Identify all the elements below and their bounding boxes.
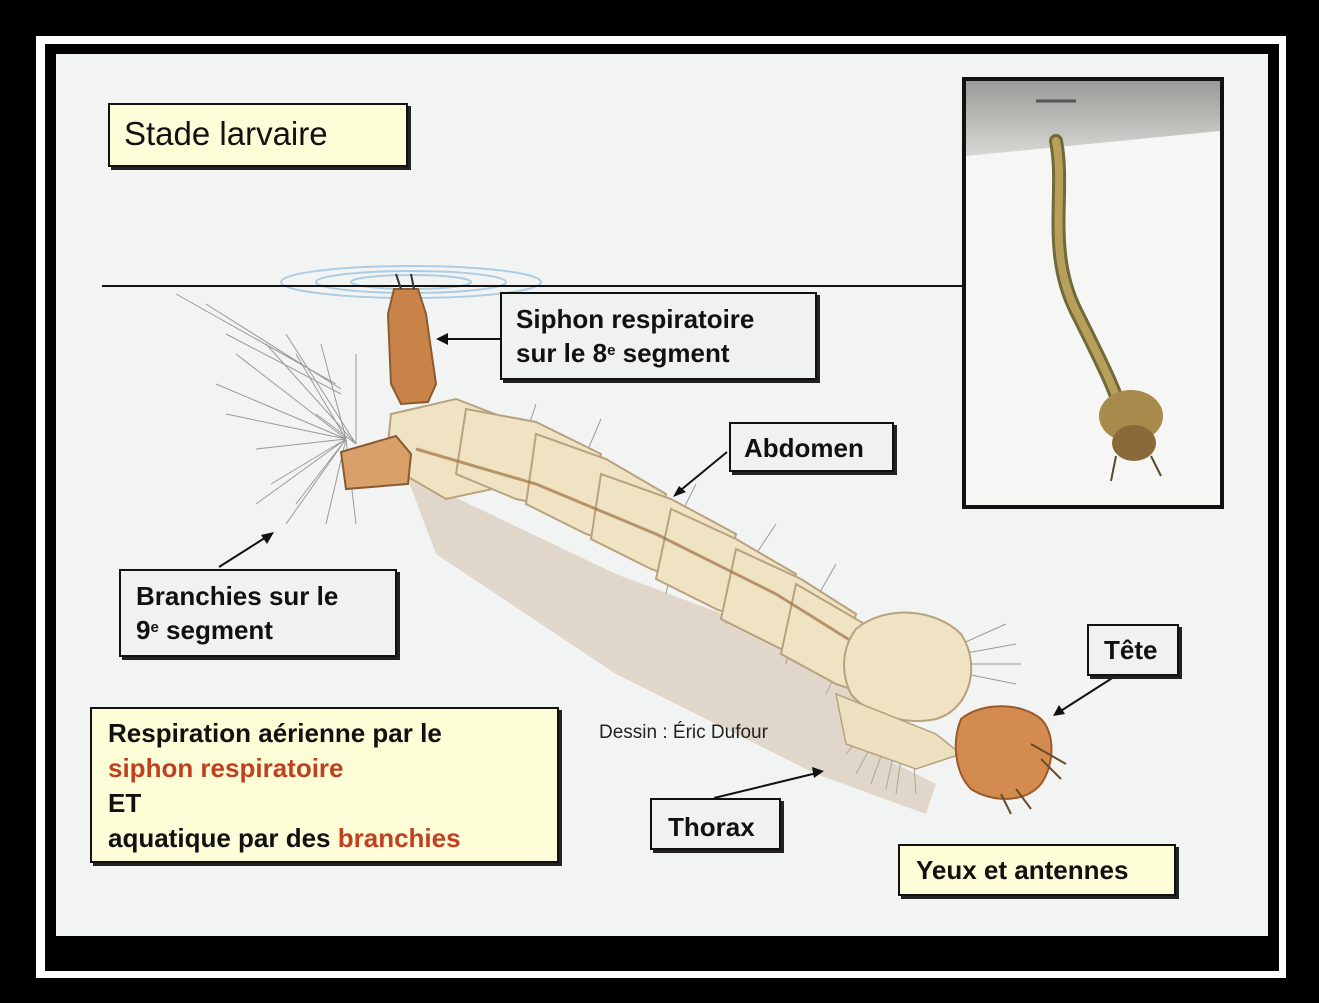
yeux-label-text: Yeux et antennes <box>916 855 1128 885</box>
respiration-summary-box: Respiration aérienne par le siphon respi… <box>90 707 559 863</box>
larva-photo <box>962 77 1224 509</box>
thorax-label: Thorax <box>650 798 781 850</box>
branchies-label-line1: Branchies sur le <box>136 579 395 613</box>
abdomen-label-text: Abdomen <box>744 433 864 463</box>
abdomen-label: Abdomen <box>729 422 894 472</box>
branchies-label-box: Branchies sur le 9e segment <box>119 569 397 657</box>
respiration-line1: Respiration aérienne par le <box>108 716 557 751</box>
page-title: Stade larvaire <box>108 103 408 167</box>
siphon-shape <box>388 289 436 404</box>
title-text: Stade larvaire <box>124 115 328 152</box>
siphon-label-line1: Siphon respiratoire <box>516 302 815 336</box>
gill-segment <box>341 436 411 489</box>
tete-label-text: Tête <box>1104 635 1157 665</box>
respiration-line3: ET <box>108 786 557 821</box>
branchies-label-line2: 9e segment <box>136 613 395 647</box>
head-shape <box>956 706 1052 799</box>
respiration-line4: aquatique par des branchies <box>108 821 557 856</box>
tete-label: Tête <box>1087 624 1179 676</box>
respiration-line2: siphon respiratoire <box>108 751 557 786</box>
drawing-credit: Dessin : Éric Dufour <box>599 722 768 744</box>
siphon-label-box: Siphon respiratoire sur le 8e segment <box>500 292 817 380</box>
slide: Stade larvaire Siphon respiratoire sur l… <box>56 54 1268 936</box>
siphon-label-line2: sur le 8e segment <box>516 336 815 370</box>
yeux-antennes-label: Yeux et antennes <box>898 844 1176 896</box>
thorax-label-text: Thorax <box>668 812 755 842</box>
